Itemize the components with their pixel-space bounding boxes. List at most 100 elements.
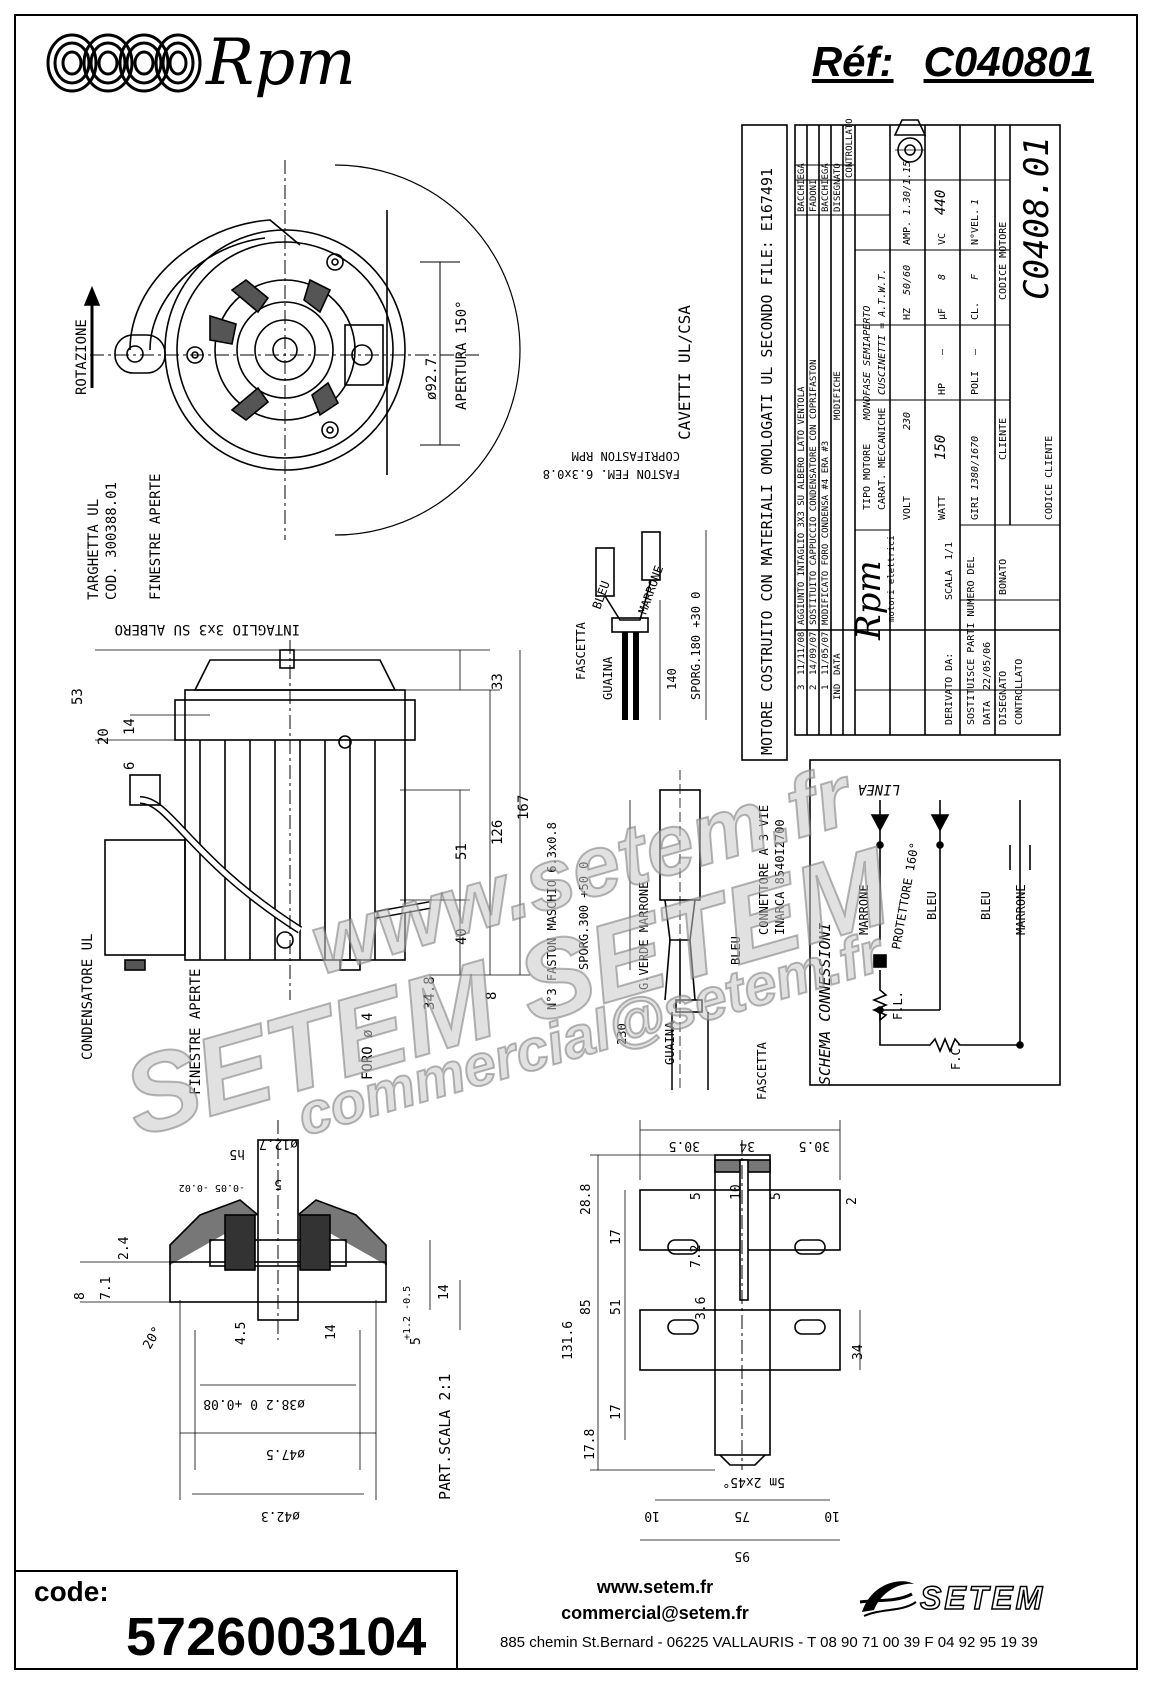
bd-dim-4: 2 bbox=[845, 1197, 860, 1205]
schema-bleu-2: BLEU bbox=[979, 891, 993, 920]
footer-contact: www.setem.fr commercial@setem.fr bbox=[520, 1574, 790, 1626]
tb-company-sub: motori elettrici bbox=[887, 535, 897, 622]
tb-watt-label: WATT bbox=[937, 496, 948, 520]
fascetta-label-top: FASCETTA bbox=[574, 621, 588, 680]
cable-detail-bottom bbox=[629, 770, 709, 1090]
cable-detail-top bbox=[595, 530, 707, 720]
footer-website[interactable]: www.setem.fr bbox=[596, 1577, 714, 1597]
rev-3-date: 11/11/08 bbox=[797, 632, 807, 675]
ref-value: C040801 bbox=[923, 38, 1094, 85]
bracket-detail bbox=[590, 1120, 861, 1541]
tb-cliente: CLIENTE bbox=[998, 418, 1009, 460]
sd-dim-8: 4.5 bbox=[234, 1322, 249, 1345]
shaft-detail bbox=[80, 1120, 461, 1500]
setem-logo-text: SETEM bbox=[919, 1579, 1046, 1617]
protettore-label: PROTETTORE 160° bbox=[889, 841, 922, 950]
tb-hp-value: — bbox=[937, 348, 948, 355]
rev-2-desc: SOSTITUITO CAPPUCCIO CONDENSATORE CON CO… bbox=[809, 359, 819, 625]
title-block bbox=[741, 119, 1061, 761]
rev-1-desc: MODIFICATO FORO CONDENSA #4 ERA #3 bbox=[821, 441, 831, 625]
dim-51: 51 bbox=[454, 843, 470, 860]
dim-167: 167 bbox=[516, 795, 532, 820]
foro-label: FORO ø 4 bbox=[360, 1013, 376, 1080]
fc-label: F.C. bbox=[949, 1041, 963, 1070]
brand-name: Rpm bbox=[206, 26, 356, 100]
inarca-label: INARCA 8540I2700 bbox=[773, 819, 787, 935]
ref-label: Réf: bbox=[811, 38, 894, 85]
schema-connessioni bbox=[809, 759, 1061, 1086]
faston-fem-label: FASTON FEM. 6.3x0.8 bbox=[543, 467, 680, 481]
tb-volt-label: VOLT bbox=[902, 496, 913, 520]
rev-1-n: 1 bbox=[821, 685, 831, 690]
footer-address: 885 chemin St.Bernard - 06225 VALLAURIS … bbox=[500, 1634, 1038, 1651]
footer-email[interactable]: commercial@setem.fr bbox=[561, 1603, 749, 1623]
bd-dim-9: 7.2 bbox=[689, 1245, 704, 1268]
tb-carat-value: CUSCINETTI = A.T.W.T. bbox=[877, 269, 888, 395]
tb-disegnato-value: BONATO bbox=[998, 559, 1009, 595]
sd-dim-5: 8 bbox=[73, 1292, 88, 1300]
tb-vc-value: 440 bbox=[933, 190, 949, 215]
marrone-label-top: MARRONE bbox=[636, 564, 666, 616]
tb-hz-label: HZ bbox=[902, 308, 913, 320]
bd-dim-15: 17 bbox=[609, 1404, 624, 1420]
rev-3-by: BACCHIEGA bbox=[797, 163, 807, 212]
setem-swoosh-icon bbox=[859, 1581, 917, 1617]
finestre-bottom-label: FINESTRE APERTE bbox=[188, 969, 204, 1095]
tb-disegnato-label: DISEGNATO bbox=[998, 671, 1009, 725]
side-view bbox=[95, 640, 530, 1000]
schema-marrone-1: MARRONE bbox=[857, 884, 871, 935]
schema-bleu-1: BLEU bbox=[925, 891, 939, 920]
rpm-logo-icon bbox=[46, 33, 202, 93]
sd-dim-9: 14 bbox=[324, 1324, 339, 1340]
gverde-marrone-label: G.VERDE MARRONE bbox=[637, 882, 651, 990]
sd-dim-15: ø47.5 bbox=[266, 1446, 305, 1461]
dim-230: 230 bbox=[615, 1023, 629, 1045]
tb-carat-label: CARAT. MECCANICHE bbox=[877, 408, 888, 510]
rev-1-by: BACCHIEGA bbox=[821, 163, 831, 212]
hdr-data: DATA bbox=[833, 653, 843, 675]
tb-volt-value: 230 bbox=[902, 412, 913, 430]
code-box: code: 5726003104 bbox=[16, 1570, 458, 1668]
dim-126: 126 bbox=[490, 820, 506, 845]
sd-dim-11: 5 bbox=[409, 1337, 424, 1345]
targhetta-label: TARGHETTA UL bbox=[86, 499, 102, 600]
diameter-label: ø92.7 bbox=[424, 358, 440, 400]
bd-dim-18: 10 bbox=[644, 1508, 660, 1523]
dim-6: 6 bbox=[122, 762, 138, 770]
bd-dim-2: 30.5 bbox=[799, 1138, 830, 1153]
tb-hp-label: HP bbox=[937, 383, 948, 395]
tb-codice-motore-value: C0408.01 bbox=[1017, 136, 1057, 300]
bd-dim-11: 85 bbox=[579, 1299, 594, 1315]
sporg-180: SPORG.180 +30 0 bbox=[689, 592, 703, 700]
tb-giri-value: 1380/1670 bbox=[970, 436, 981, 490]
tb-scala-label: SCALA bbox=[944, 570, 955, 600]
bd-dim-17: 5m 2x45° bbox=[722, 1474, 785, 1489]
bd-dim-20: 10 bbox=[824, 1508, 840, 1523]
tb-watt-value: 150 bbox=[933, 435, 949, 460]
rev-3-desc: AGGIUNTO INTAGLIO 3X3 SU ALBERO LATO VEN… bbox=[797, 386, 807, 625]
coprifaston-label: COPRIFASTON RPM bbox=[572, 449, 680, 463]
bd-dim-3: 28.8 bbox=[579, 1184, 594, 1215]
tb-poli-label: POLI bbox=[970, 371, 981, 395]
bd-dim-8: 17 bbox=[609, 1229, 624, 1245]
connettore-label: CONNETTORE A 3 VIE bbox=[757, 805, 771, 935]
tb-data-value: 22/05/06 bbox=[982, 642, 993, 690]
cavetti-label: CAVETTI UL/CSA bbox=[675, 305, 694, 440]
bd-dim-0: 30.5 bbox=[669, 1138, 700, 1153]
sd-dim-3: 5 bbox=[274, 1176, 282, 1191]
tb-uf-label: µF bbox=[937, 308, 948, 320]
condensatore-label: CONDENSATORE UL bbox=[80, 934, 96, 1060]
tb-cl-value: F bbox=[970, 273, 981, 280]
rev-2-date: 14/09/07 bbox=[809, 632, 819, 675]
tb-tipo-value: MONOFASE SEMIAPERTO bbox=[862, 306, 873, 421]
tb-scala-value: 1/1 bbox=[944, 542, 955, 560]
tb-poli-value: — bbox=[970, 348, 981, 355]
bleu-label-bottom: BLEU bbox=[729, 936, 743, 965]
guaina-label-bottom: GUAINA bbox=[663, 1021, 677, 1065]
sd-dim-10: +1.2 -0.5 bbox=[402, 1286, 413, 1340]
tb-nvel-value: 1 bbox=[970, 199, 981, 205]
reference: Réf: C040801 bbox=[812, 38, 1094, 86]
tb-cl-label: CL. bbox=[970, 302, 981, 320]
part-scala-label: PART.SCALA 2:1 bbox=[436, 1374, 454, 1500]
bd-dim-7: 5 bbox=[689, 1192, 704, 1200]
